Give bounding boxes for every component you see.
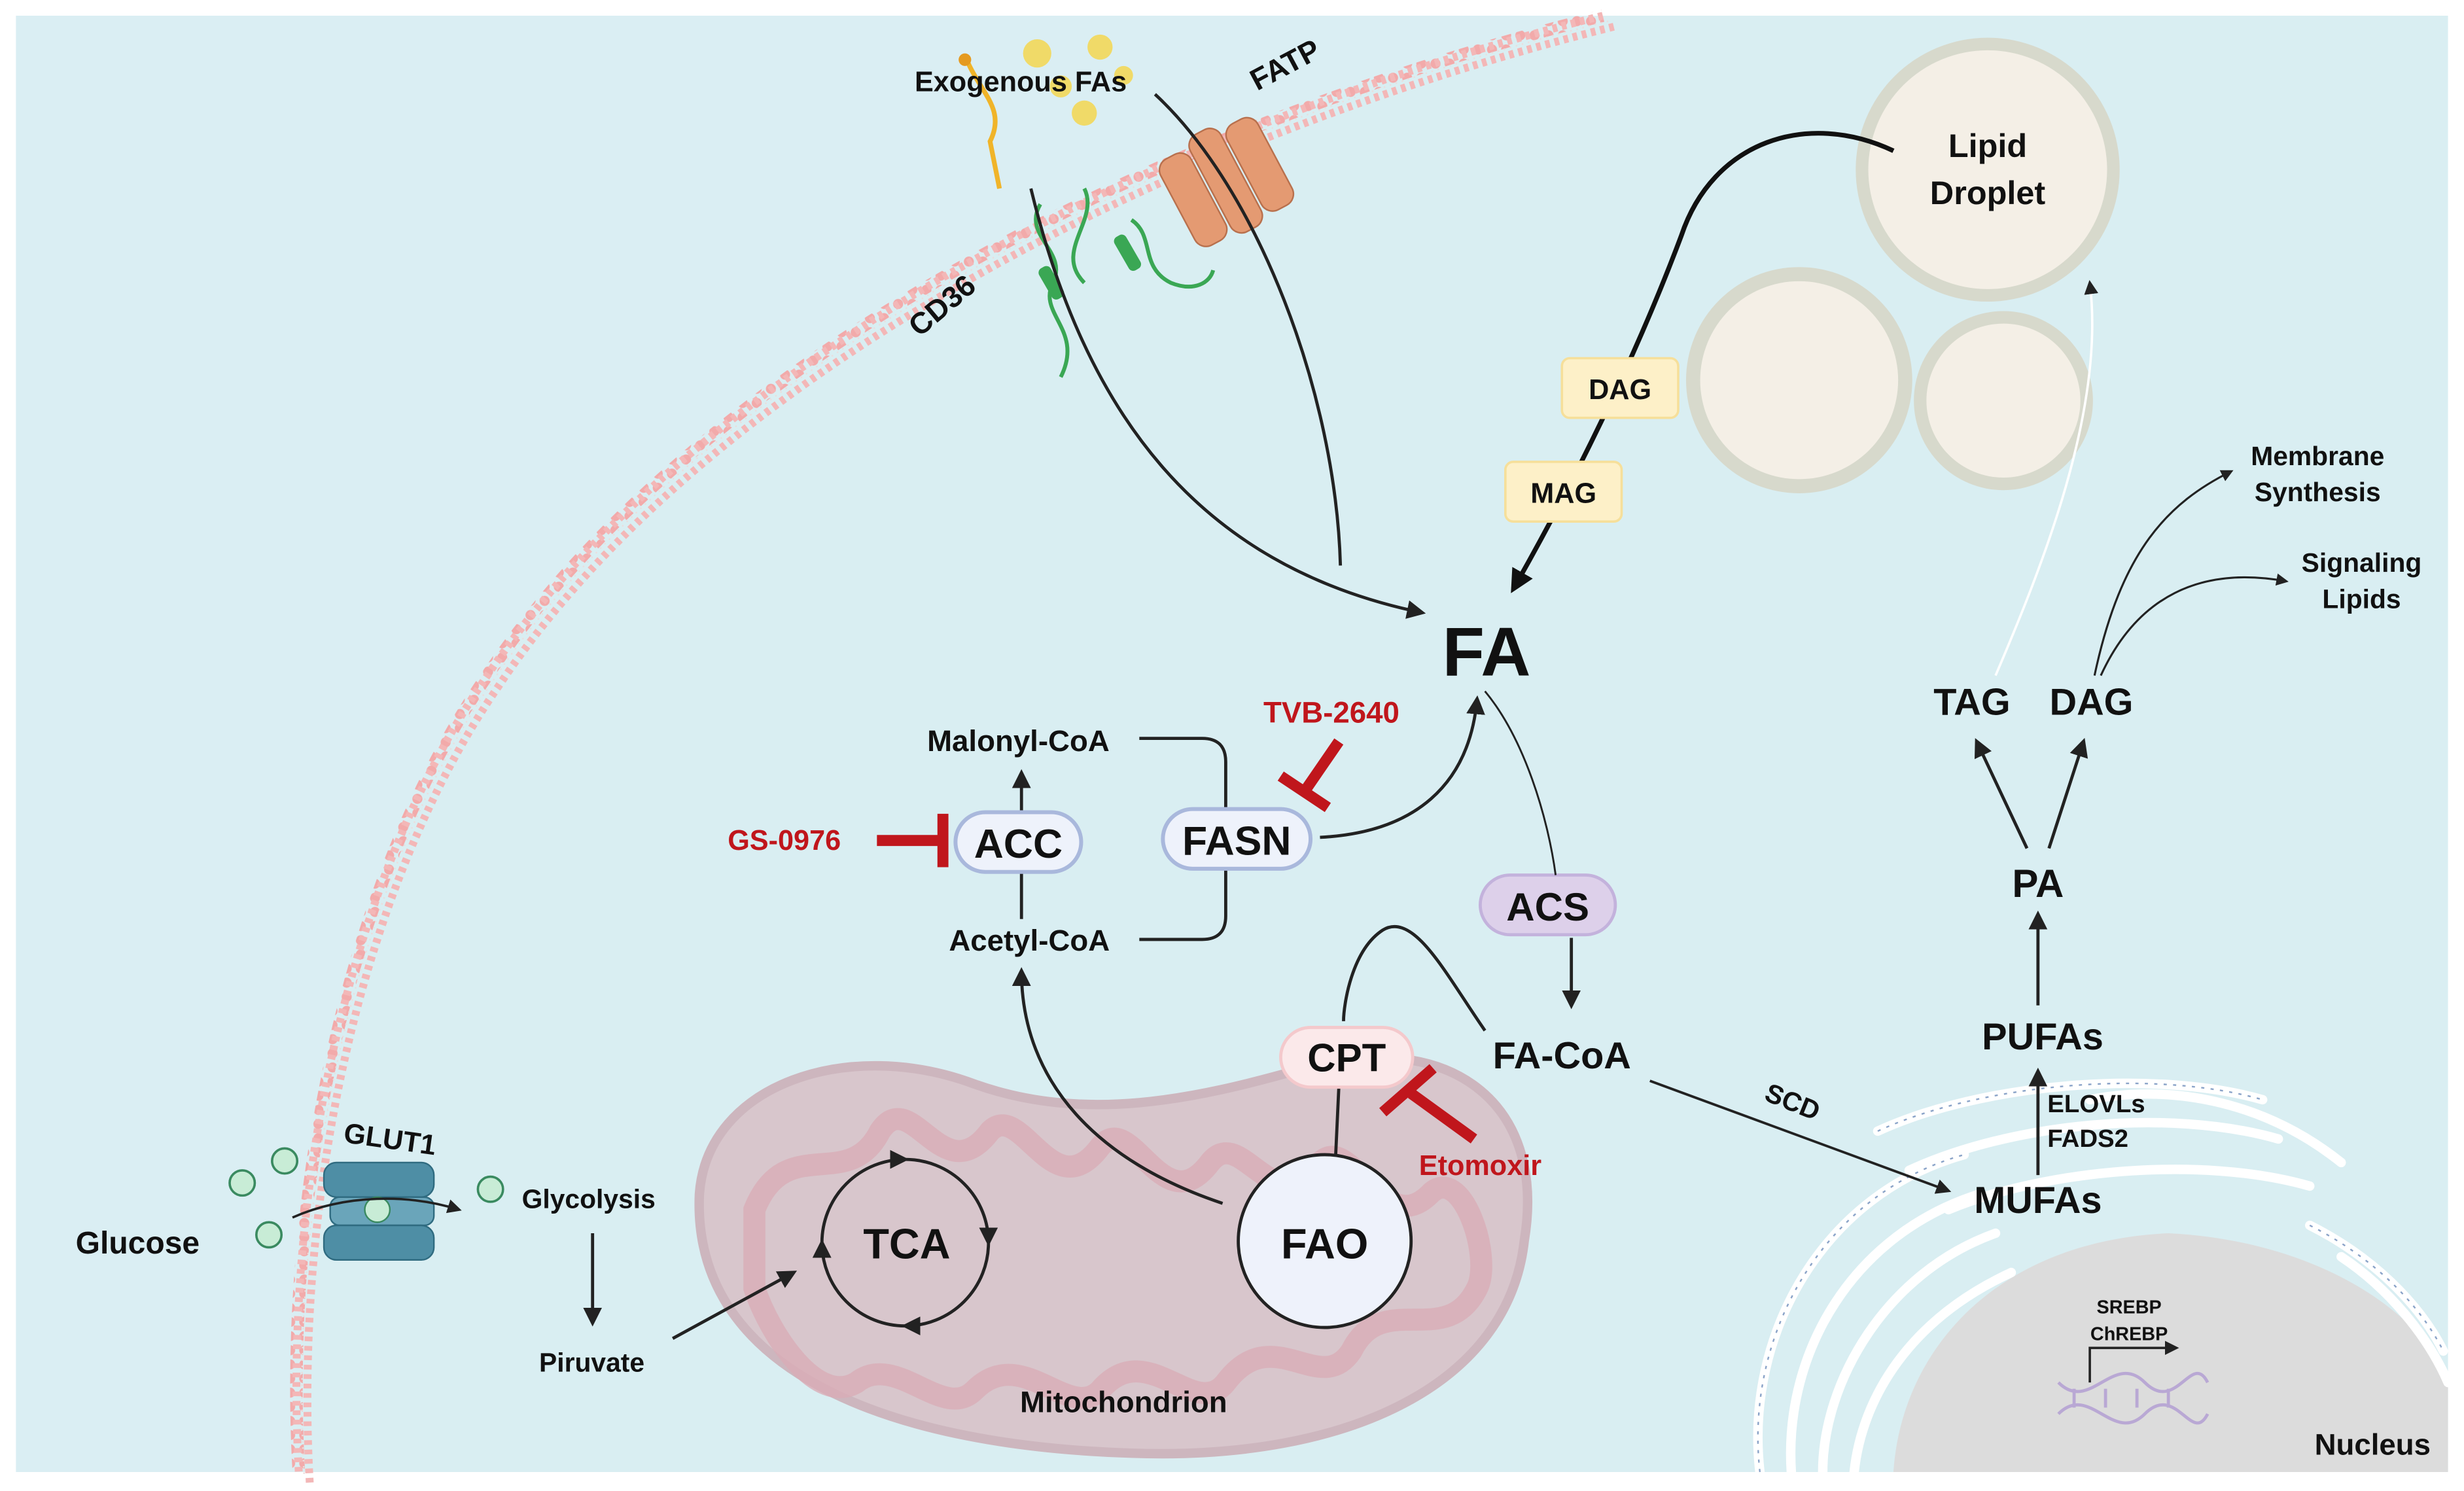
membrane-synthesis-label-1: Membrane (2251, 441, 2384, 471)
pufas-label: PUFAs (1982, 1016, 2103, 1058)
pa-to-tag-arrow (1974, 738, 2029, 849)
fasn-to-fa-arrow (1320, 695, 1485, 839)
fa-to-acs-line (1484, 690, 1557, 875)
elovls-label: ELOVLs (2047, 1090, 2145, 1118)
fatty-acid-tail (966, 61, 1002, 189)
extracellular-space (16, 16, 1603, 1472)
dag-box-label: DAG (1589, 374, 1651, 406)
glycolysis-label: Glycolysis (522, 1184, 656, 1214)
pa-to-dag-arrow (2047, 737, 2088, 849)
exogenous-fas-label: Exogenous FAs (915, 66, 1127, 97)
mufas-label: MUFAs (1974, 1180, 2102, 1221)
acetyl-fasn-bracket (1139, 868, 1227, 941)
mag-box-label: MAG (1530, 478, 1596, 509)
acc-node (953, 810, 1083, 874)
tvb2640-inhibitor (1277, 738, 1344, 813)
er-outline (1757, 1082, 2444, 1473)
fads2-label: FADS2 (2047, 1125, 2128, 1153)
acetylcoa-label: Acetyl-CoA (949, 924, 1110, 957)
srebp-label: SREBP (2097, 1297, 2162, 1318)
tvb2640-label: TVB-2640 (1263, 696, 1399, 729)
lipid-droplet-label-2: Droplet (1930, 174, 2046, 211)
tag-label: TAG (1933, 682, 2010, 724)
fa-label: FA (1443, 614, 1531, 691)
gs0976-label: GS-0976 (728, 825, 841, 856)
mitochondrion-label: Mitochondrion (1020, 1386, 1227, 1419)
cd36-to-fa-arrow (1029, 188, 1426, 619)
acs-label: ACS (1506, 885, 1589, 929)
signaling-lipids-label-1: Signaling (2302, 548, 2422, 578)
cpt-label: CPT (1307, 1036, 1386, 1080)
fatp-to-fa-line (1153, 93, 1343, 566)
tca-label: TCA (863, 1219, 950, 1267)
tca-cycle (812, 1149, 998, 1336)
piruvate-label: Piruvate (539, 1347, 644, 1377)
dag-label: DAG (2049, 682, 2133, 724)
cd36-receptor (1034, 187, 1216, 378)
dag-to-membrane-arrow (2093, 470, 2234, 676)
fasn-label: FASN (1182, 818, 1291, 864)
facoa-label: FA-CoA (1493, 1035, 1631, 1077)
signaling-lipids-label-2: Lipids (2322, 584, 2401, 614)
glucose-transport-arrow (292, 1197, 462, 1219)
acs-node (1478, 873, 1617, 937)
membrane-synthesis-label-2: Synthesis (2255, 477, 2381, 507)
malonyl-fasn-bracket (1139, 737, 1227, 809)
exogenous-fa-particles (1023, 34, 1133, 126)
cpt-node (1279, 1026, 1415, 1089)
nucleus-label: Nucleus (2315, 1428, 2431, 1462)
acc-label: ACC (974, 821, 1063, 867)
glut1-transporter (323, 1161, 435, 1261)
piruvate-to-tca-arrow (671, 1271, 798, 1340)
lipid-droplet-small-2 (1914, 311, 2093, 491)
fao-label: FAO (1281, 1219, 1368, 1267)
pa-label: PA (2012, 862, 2064, 905)
dag-to-signaling-arrow (2100, 573, 2289, 676)
dna-icon (2057, 1371, 2209, 1425)
chrebp-label: ChREBP (2090, 1324, 2168, 1344)
dag-box (1560, 357, 1680, 419)
fasn-node (1161, 807, 1313, 871)
mag-box (1504, 461, 1623, 523)
lipid-droplet-small-1 (1685, 267, 1912, 493)
etomoxir-inhibitor (1379, 1064, 1477, 1144)
gene-promoter-arrow (2088, 1341, 2179, 1383)
gs0976-inhibitor (877, 813, 949, 868)
glucose-molecules (228, 1147, 504, 1249)
fao-node (1237, 1153, 1413, 1329)
lipid-droplet-main (1856, 37, 2120, 302)
fao-to-acetylcoa-arrow (1012, 967, 1223, 1205)
cpt-to-fao-line (1334, 1087, 1341, 1155)
glucose-label: Glucose (76, 1226, 200, 1261)
tag-to-lipid-droplet-arrow (1994, 279, 2098, 676)
fatty-acid-head (959, 53, 972, 66)
scd-arrow (1649, 1079, 1952, 1194)
lipid-droplet-label-1: Lipid (1948, 127, 2027, 164)
facoa-to-cpt-path (1342, 924, 1487, 1032)
malonylcoa-label: Malonyl-CoA (927, 724, 1110, 758)
etomoxir-label: Etomoxir (1419, 1150, 1541, 1182)
